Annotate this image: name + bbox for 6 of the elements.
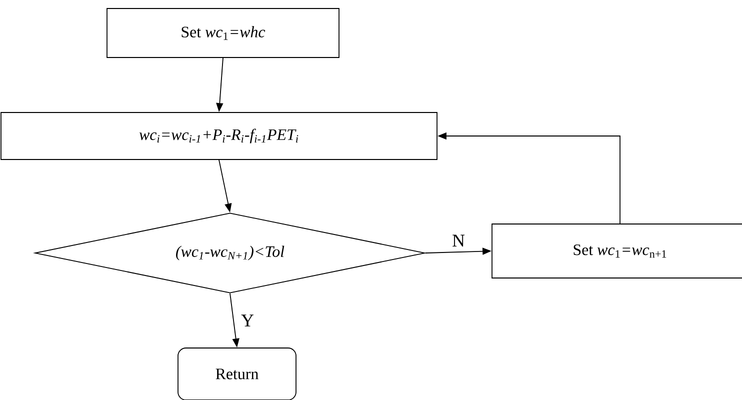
edge-label: N [452,234,465,246]
process-box: wc$_{i}$=wc$_{i-1}$+P$_{i}$-R$_{i}$-f$_{i-1}$PET$_{i}$ [0,112,438,160]
edge-label: Y [241,314,254,326]
process-box: Set wc$_{1}$=whc [106,8,340,58]
terminal-box: Return [178,348,296,400]
process-box: Set wc$_{1}$=wc$_{n+1}$ [492,224,742,278]
